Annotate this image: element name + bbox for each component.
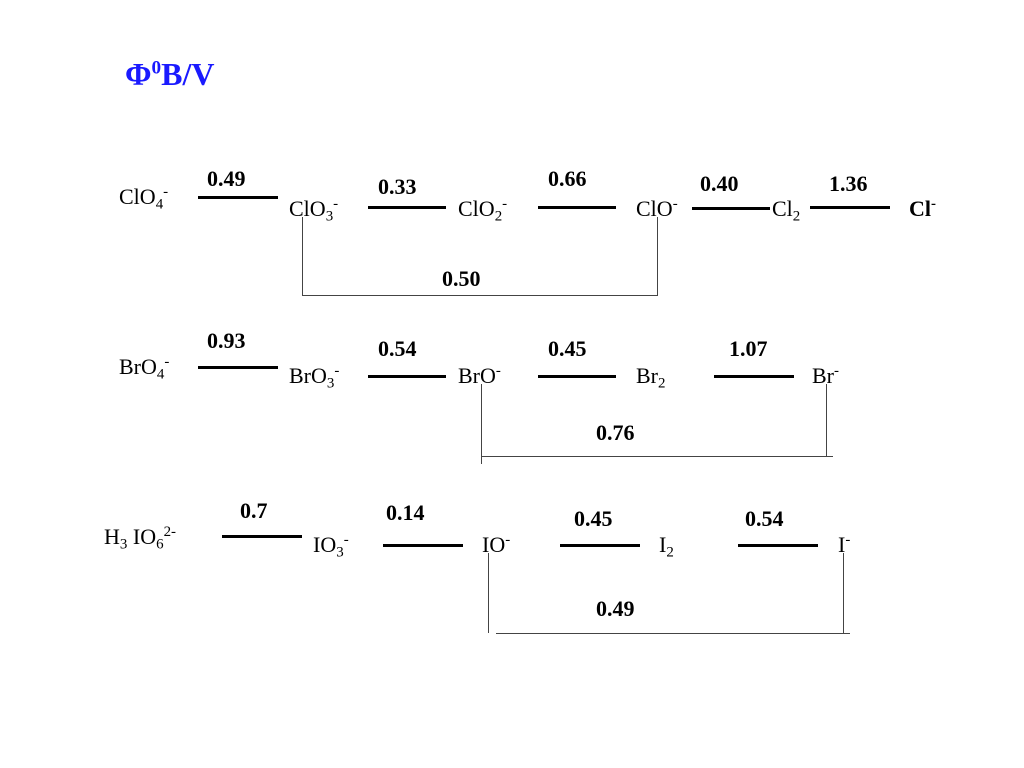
chlorine-potential-4: 0.40 — [700, 171, 739, 196]
iodine-bracket-bottom — [496, 633, 850, 634]
bromine-arrow-4 — [714, 375, 794, 378]
phi-symbol: Φ — [125, 56, 152, 92]
iodine-potential-3: 0.45 — [574, 506, 613, 531]
title-superscript: 0 — [151, 57, 162, 79]
bromine-bracket-potential: 0.76 — [596, 420, 635, 445]
iodine-arrow-4 — [738, 544, 818, 547]
bromine-potential-4: 1.07 — [729, 336, 768, 361]
chlorine-arrow-5 — [810, 206, 890, 209]
iodine-species-io: IO- — [482, 531, 511, 557]
iodine-bracket-left — [488, 553, 489, 633]
chlorine-species-clo2: ClO2- — [458, 195, 508, 225]
chlorine-potential-3: 0.66 — [548, 166, 587, 191]
chlorine-bracket-right — [657, 217, 658, 295]
iodine-potential-1: 0.7 — [240, 498, 268, 523]
chlorine-bracket-left — [302, 217, 303, 295]
chlorine-species-cl-ion: Cl- — [909, 195, 936, 221]
bromine-arrow-1 — [198, 366, 278, 369]
bromine-potential-2: 0.54 — [378, 336, 417, 361]
chlorine-potential-5: 1.36 — [829, 171, 868, 196]
chlorine-species-clo: ClO- — [636, 195, 678, 221]
iodine-species-i-ion: I- — [838, 531, 851, 557]
bromine-species-bro4: BrO4- — [119, 353, 170, 383]
iodine-potential-2: 0.14 — [386, 500, 425, 525]
iodine-arrow-2 — [383, 544, 463, 547]
iodine-species-io3: IO3- — [313, 531, 349, 561]
chlorine-bracket-potential: 0.50 — [442, 266, 481, 291]
title-unit: B/V — [161, 56, 215, 92]
bromine-potential-3: 0.45 — [548, 336, 587, 361]
bromine-potential-1: 0.93 — [207, 328, 246, 353]
chlorine-arrow-4 — [692, 207, 770, 210]
iodine-potential-4: 0.54 — [745, 506, 784, 531]
iodine-arrow-3 — [560, 544, 640, 547]
chlorine-species-clo4: ClO4- — [119, 183, 169, 213]
chlorine-species-clo3: ClO3- — [289, 195, 339, 225]
bromine-bracket-bottom — [481, 456, 833, 457]
chlorine-arrow-1 — [198, 196, 278, 199]
bromine-species-br2: Br2 — [636, 363, 666, 392]
iodine-bracket-potential: 0.49 — [596, 596, 635, 621]
bromine-species-bro3: BrO3- — [289, 362, 340, 392]
bromine-arrow-2 — [368, 375, 446, 378]
chlorine-species-cl2: Cl2 — [772, 196, 801, 225]
iodine-bracket-right — [843, 553, 844, 633]
bromine-arrow-3 — [538, 375, 616, 378]
diagram-title: Φ0B/V — [125, 54, 214, 94]
chlorine-potential-1: 0.49 — [207, 166, 246, 191]
iodine-species-h3io6: H3 IO62- — [104, 523, 177, 553]
chlorine-potential-2: 0.33 — [378, 174, 417, 199]
bromine-species-br-ion: Br- — [812, 362, 839, 388]
chlorine-arrow-2 — [368, 206, 446, 209]
chlorine-bracket-bottom — [302, 295, 658, 296]
iodine-arrow-1 — [222, 535, 302, 538]
bromine-species-bro: BrO- — [458, 362, 501, 388]
iodine-species-i2: I2 — [659, 532, 674, 561]
chlorine-arrow-3 — [538, 206, 616, 209]
bromine-bracket-left — [481, 384, 482, 464]
bromine-bracket-right — [826, 384, 827, 456]
